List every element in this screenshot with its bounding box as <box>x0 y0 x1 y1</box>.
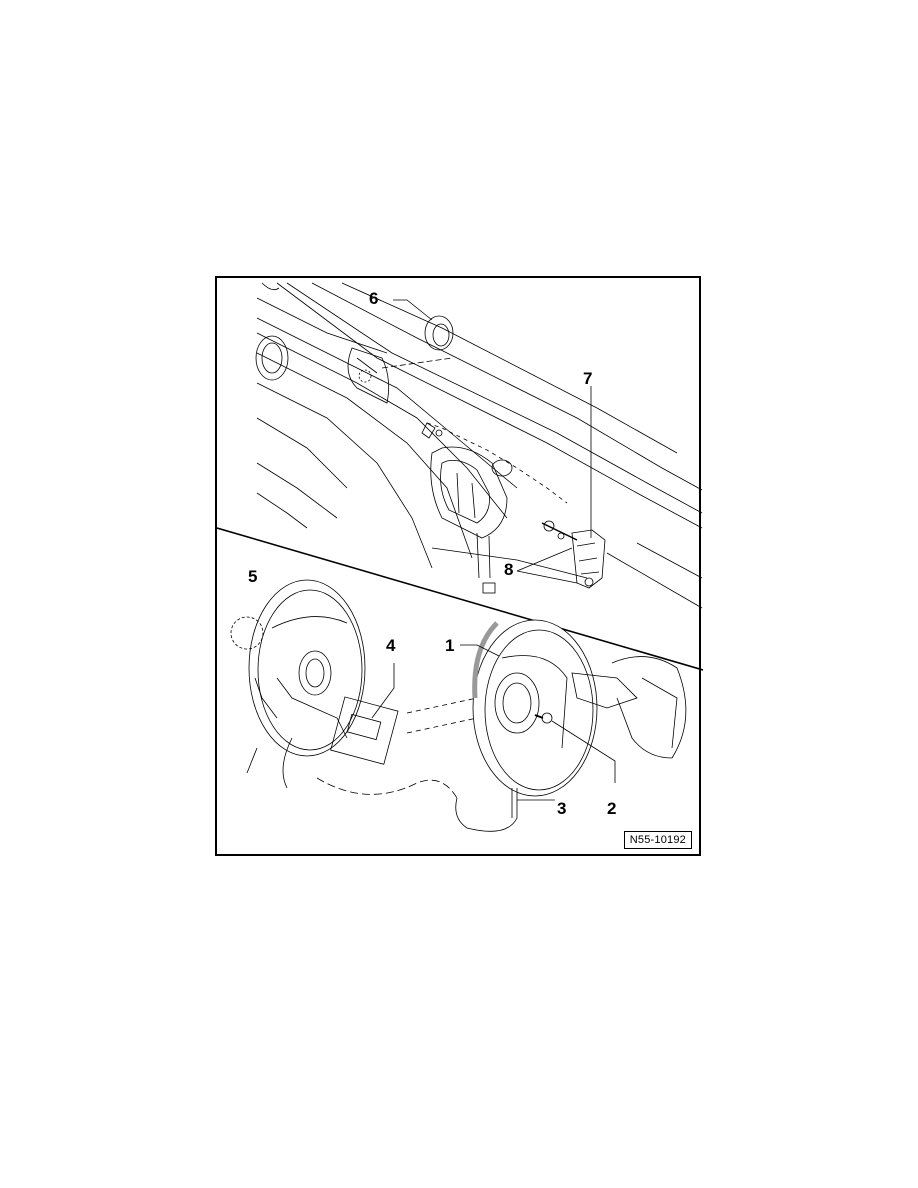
figure-reference-code: N55-10192 <box>623 831 692 849</box>
diagram-figure: 6 7 8 5 4 1 3 2 N55-10192 <box>215 276 703 856</box>
callout-6: 6 <box>369 289 379 308</box>
grommet <box>424 315 454 351</box>
callout-3: 3 <box>557 799 567 818</box>
section-divider <box>217 527 703 671</box>
callout-leaders <box>254 299 616 801</box>
actuator-motor <box>541 520 606 589</box>
callout-8: 8 <box>504 560 514 579</box>
callout-5: 5 <box>248 567 258 586</box>
fuel-filler-flap-exploded-view <box>217 282 703 832</box>
filler-housing-left <box>230 579 399 789</box>
callout-1: 1 <box>445 636 455 655</box>
bolt-path <box>406 697 478 734</box>
callout-2: 2 <box>607 799 617 818</box>
callout-4: 4 <box>386 636 396 655</box>
drain-hose-path <box>316 777 458 799</box>
vehicle-body-panel <box>255 282 703 609</box>
filler-flap-housing <box>455 619 687 832</box>
callout-7: 7 <box>583 369 593 388</box>
